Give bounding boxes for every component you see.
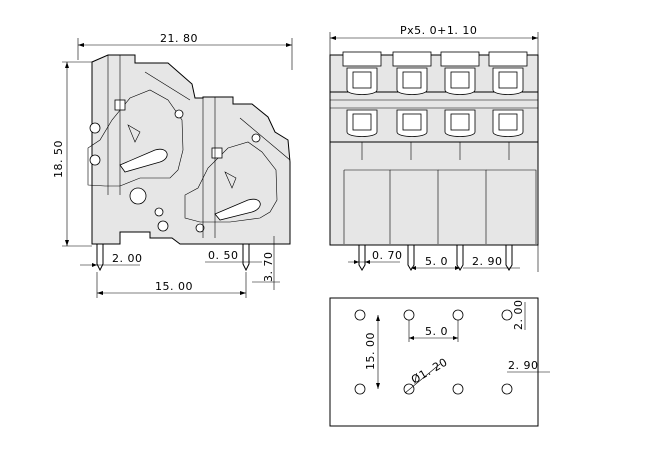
pcb-hole-diameter-dimension: Ø1. 20 [404,356,450,394]
front-end-offset-label: 2. 90 [472,255,503,268]
side-housing [91,54,291,245]
front-pitch-dimension: 5. 0 [411,255,460,270]
pcb-hole-diameter-label: Ø1. 20 [409,356,450,387]
front-end-offset-dimension: 2. 90 [463,245,539,272]
side-spring-left [87,89,184,187]
side-width-label: 21. 80 [160,32,198,45]
side-view: 21. 80 18. 50 [52,32,293,298]
side-spring-right [184,141,278,223]
front-view: Px5. 0+1. 10 [329,24,539,272]
front-pin-thickness-label: 0. 70 [372,249,403,262]
pcb-hole [452,383,464,395]
front-pin-thickness-dimension: 0. 70 [348,249,403,264]
pcb-hole [354,383,366,395]
pcb-end-offset-label: 2. 90 [508,359,539,372]
pcb-row-spacing-dimension: 15. 00 [364,315,380,389]
pcb-view: 15. 00 5. 0 2. 00 Ø1. 20 2. 90 [329,297,550,427]
side-pin-width-dimension: 0. 50 [205,249,262,263]
pcb-end-offset-dimension: 2. 90 [507,359,550,373]
side-height-label: 18. 50 [52,140,65,178]
side-pin-pitch-dimension: 15. 00 [96,272,247,298]
front-width-dimension: Px5. 0+1. 10 [329,24,539,55]
front-width-label: Px5. 0+1. 10 [400,24,477,37]
pcb-pitch-dimension: 5. 0 [408,320,459,342]
pcb-offset-label: 2. 00 [512,300,525,331]
side-pin-width-label: 0. 50 [208,249,239,262]
side-pin-length-dimension: 3. 70 [252,236,280,290]
side-pin-right [242,244,250,272]
pcb-outline [329,297,539,427]
side-height-dimension: 18. 50 [52,61,92,247]
side-pin-left [96,244,104,272]
pcb-hole [403,309,415,321]
front-pole-1 [342,51,391,244]
pcb-pitch-label: 5. 0 [425,325,448,338]
side-pin-length-label: 3. 70 [262,252,275,283]
pcb-offset-dimension: 2. 00 [512,300,526,331]
front-pole-4 [486,51,537,244]
pcb-hole [452,309,464,321]
side-pin-offset-dimension: 2. 00 [80,252,143,267]
pcb-hole [354,309,366,321]
side-pin-pitch-label: 15. 00 [155,280,193,293]
front-pitch-label: 5. 0 [425,255,448,268]
front-pole-3 [438,51,487,244]
pcb-hole [501,309,513,321]
pcb-hole [501,383,513,395]
side-pin-offset-label: 2. 00 [112,252,143,265]
side-width-dimension: 21. 80 [77,32,293,70]
pcb-row-spacing-label: 15. 00 [364,332,377,370]
